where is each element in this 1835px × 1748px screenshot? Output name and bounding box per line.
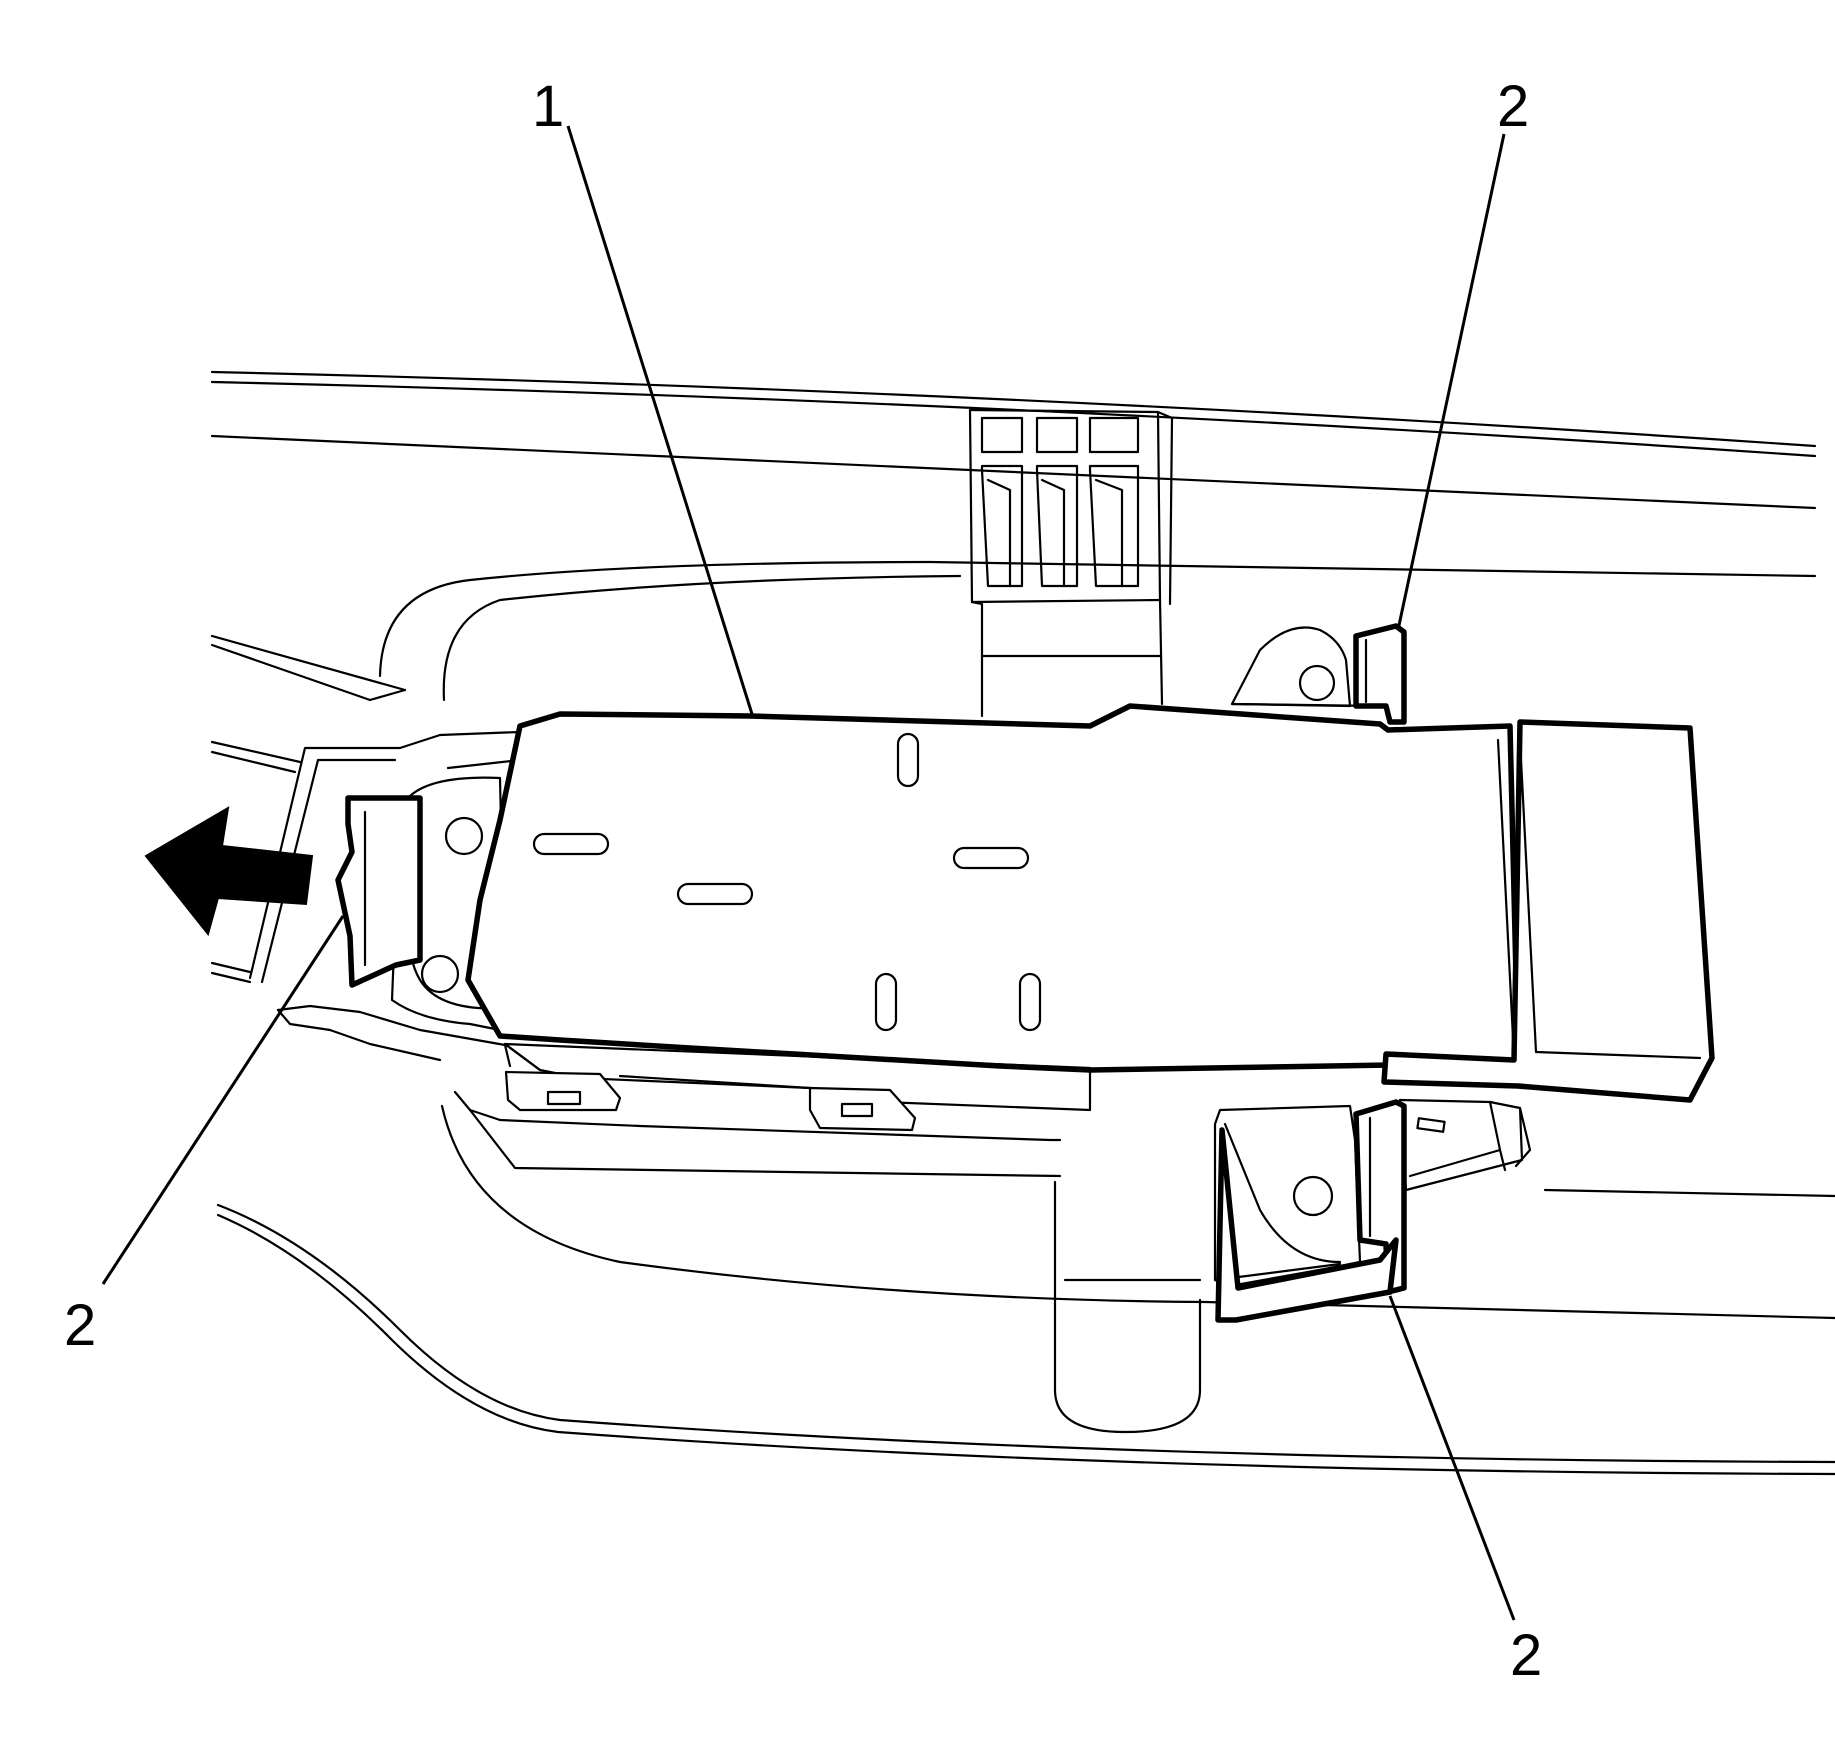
callout-2-top: 2 [1497, 74, 1529, 139]
module-slot [896, 732, 920, 788]
left-retaining-clip [335, 795, 423, 988]
module-slot [874, 972, 898, 1032]
module-slot [952, 846, 1030, 870]
top-right-retaining-clip [1353, 623, 1407, 725]
callout-2-bottom: 2 [1510, 1623, 1542, 1688]
electronic-module [453, 703, 1715, 1178]
module-slot [676, 882, 754, 906]
callout-1: 1 [532, 74, 564, 139]
arrow-left-icon [144, 806, 314, 937]
module-tab-middle [808, 1086, 917, 1132]
bottom-right-bracket [1213, 1098, 1532, 1288]
module-slot [532, 832, 610, 856]
background-structure [210, 370, 1835, 1476]
module-end-cap [1381, 719, 1715, 1103]
leader-line-1 [566, 125, 754, 715]
callout-2-left: 2 [64, 1293, 96, 1358]
module-body [465, 703, 1521, 1073]
module-slot [1018, 972, 1042, 1032]
leader-line-2-top [1396, 133, 1506, 631]
leader-line-2-bottom [1388, 1295, 1516, 1621]
bottom-right-clip-tab [1215, 1127, 1399, 1323]
leader-line-2-left [101, 915, 345, 1285]
